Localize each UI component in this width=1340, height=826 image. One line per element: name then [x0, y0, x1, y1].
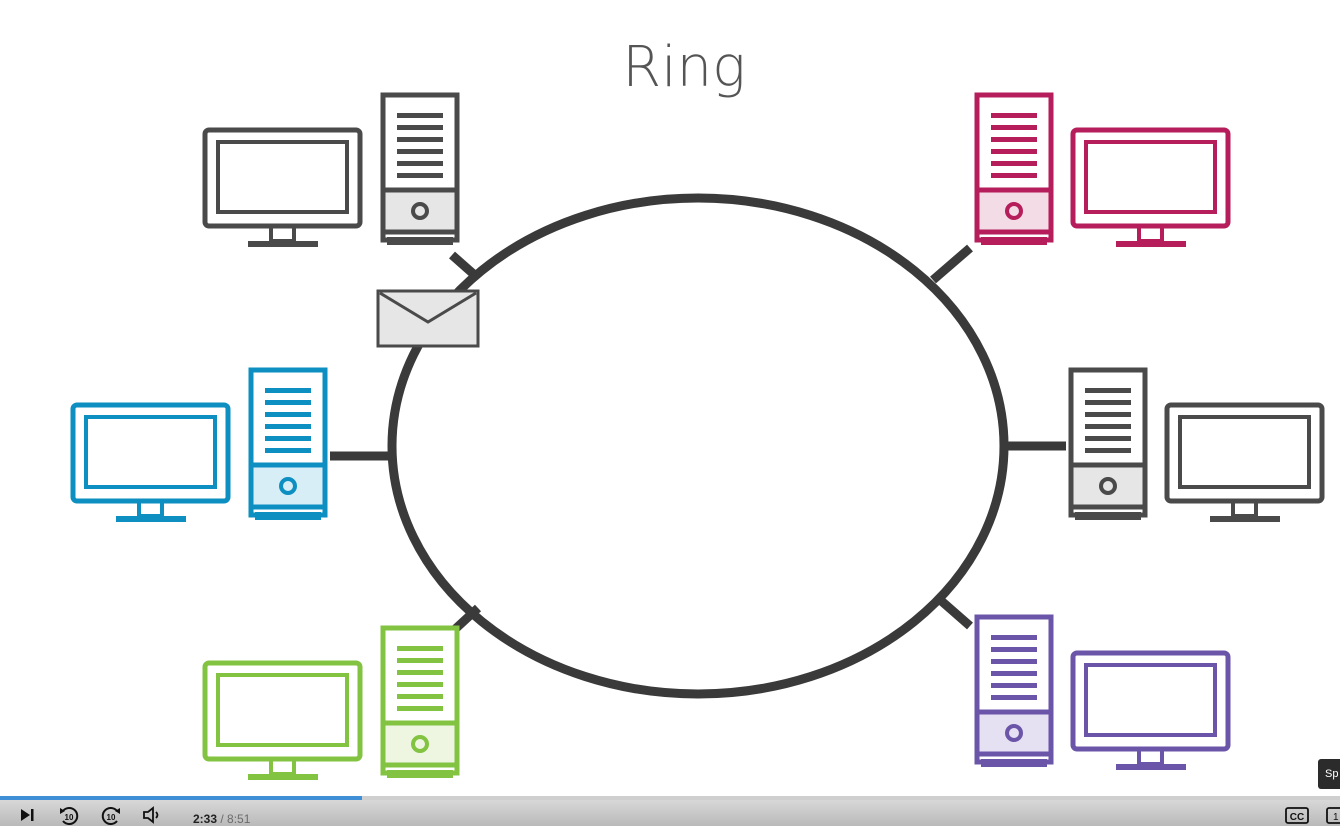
server-tower-icon — [380, 625, 460, 778]
computer-node — [1068, 367, 1325, 522]
time-separator: / — [217, 812, 228, 826]
progress-fill — [0, 796, 362, 800]
tooltip-text: Sp — [1325, 768, 1339, 780]
svg-text:10: 10 — [107, 813, 116, 822]
computer-node — [974, 92, 1231, 247]
computer-node — [70, 367, 328, 522]
speed-icon: 1 — [1326, 807, 1340, 824]
ring-link — [930, 244, 973, 284]
envelope-icon — [376, 289, 480, 348]
cc-icon: CC — [1285, 807, 1309, 824]
tooltip: Sp — [1318, 759, 1340, 789]
monitor-icon — [1070, 650, 1231, 770]
computer-node — [202, 625, 460, 780]
player-controls: 10 10 2:33 / 8:51 CC 1 — [0, 800, 1340, 826]
computer-node — [202, 92, 460, 247]
svg-text:10: 10 — [65, 813, 74, 822]
server-tower-icon — [974, 614, 1054, 767]
server-tower-icon — [248, 367, 328, 520]
play-icon — [21, 809, 34, 821]
monitor-icon — [1070, 127, 1231, 247]
progress-bar[interactable] — [0, 796, 1340, 800]
forward-10-icon: 10 — [101, 807, 120, 825]
captions-button[interactable]: CC — [1284, 804, 1310, 826]
ring — [387, 193, 1009, 699]
monitor-icon — [202, 660, 363, 780]
forward-10-button[interactable]: 10 — [98, 804, 124, 826]
server-tower-icon — [974, 92, 1054, 245]
duration: 8:51 — [227, 812, 251, 826]
video-frame[interactable]: Ring — [0, 0, 1340, 798]
server-tower-icon — [1068, 367, 1148, 520]
ring-link — [935, 594, 973, 630]
computer-node — [974, 614, 1231, 770]
volume-icon — [143, 806, 159, 824]
slide-title: Ring — [622, 35, 746, 100]
monitor-icon — [1164, 402, 1325, 522]
play-button[interactable] — [16, 804, 38, 826]
time-display: 2:33 / 8:51 — [193, 812, 250, 826]
speed-label: 1 — [1333, 812, 1339, 823]
monitor-icon — [70, 402, 231, 522]
ring-link — [449, 251, 481, 282]
rewind-10-icon: 10 — [60, 807, 79, 825]
playback-speed-button[interactable]: 1 — [1326, 804, 1340, 826]
volume-button[interactable] — [140, 804, 164, 826]
svg-text:CC: CC — [1290, 812, 1304, 823]
server-tower-icon — [380, 92, 460, 245]
rewind-10-button[interactable]: 10 — [56, 804, 82, 826]
monitor-icon — [202, 127, 363, 247]
ring-topology-diagram: Ring — [70, 35, 1325, 780]
current-time: 2:33 — [193, 812, 218, 826]
